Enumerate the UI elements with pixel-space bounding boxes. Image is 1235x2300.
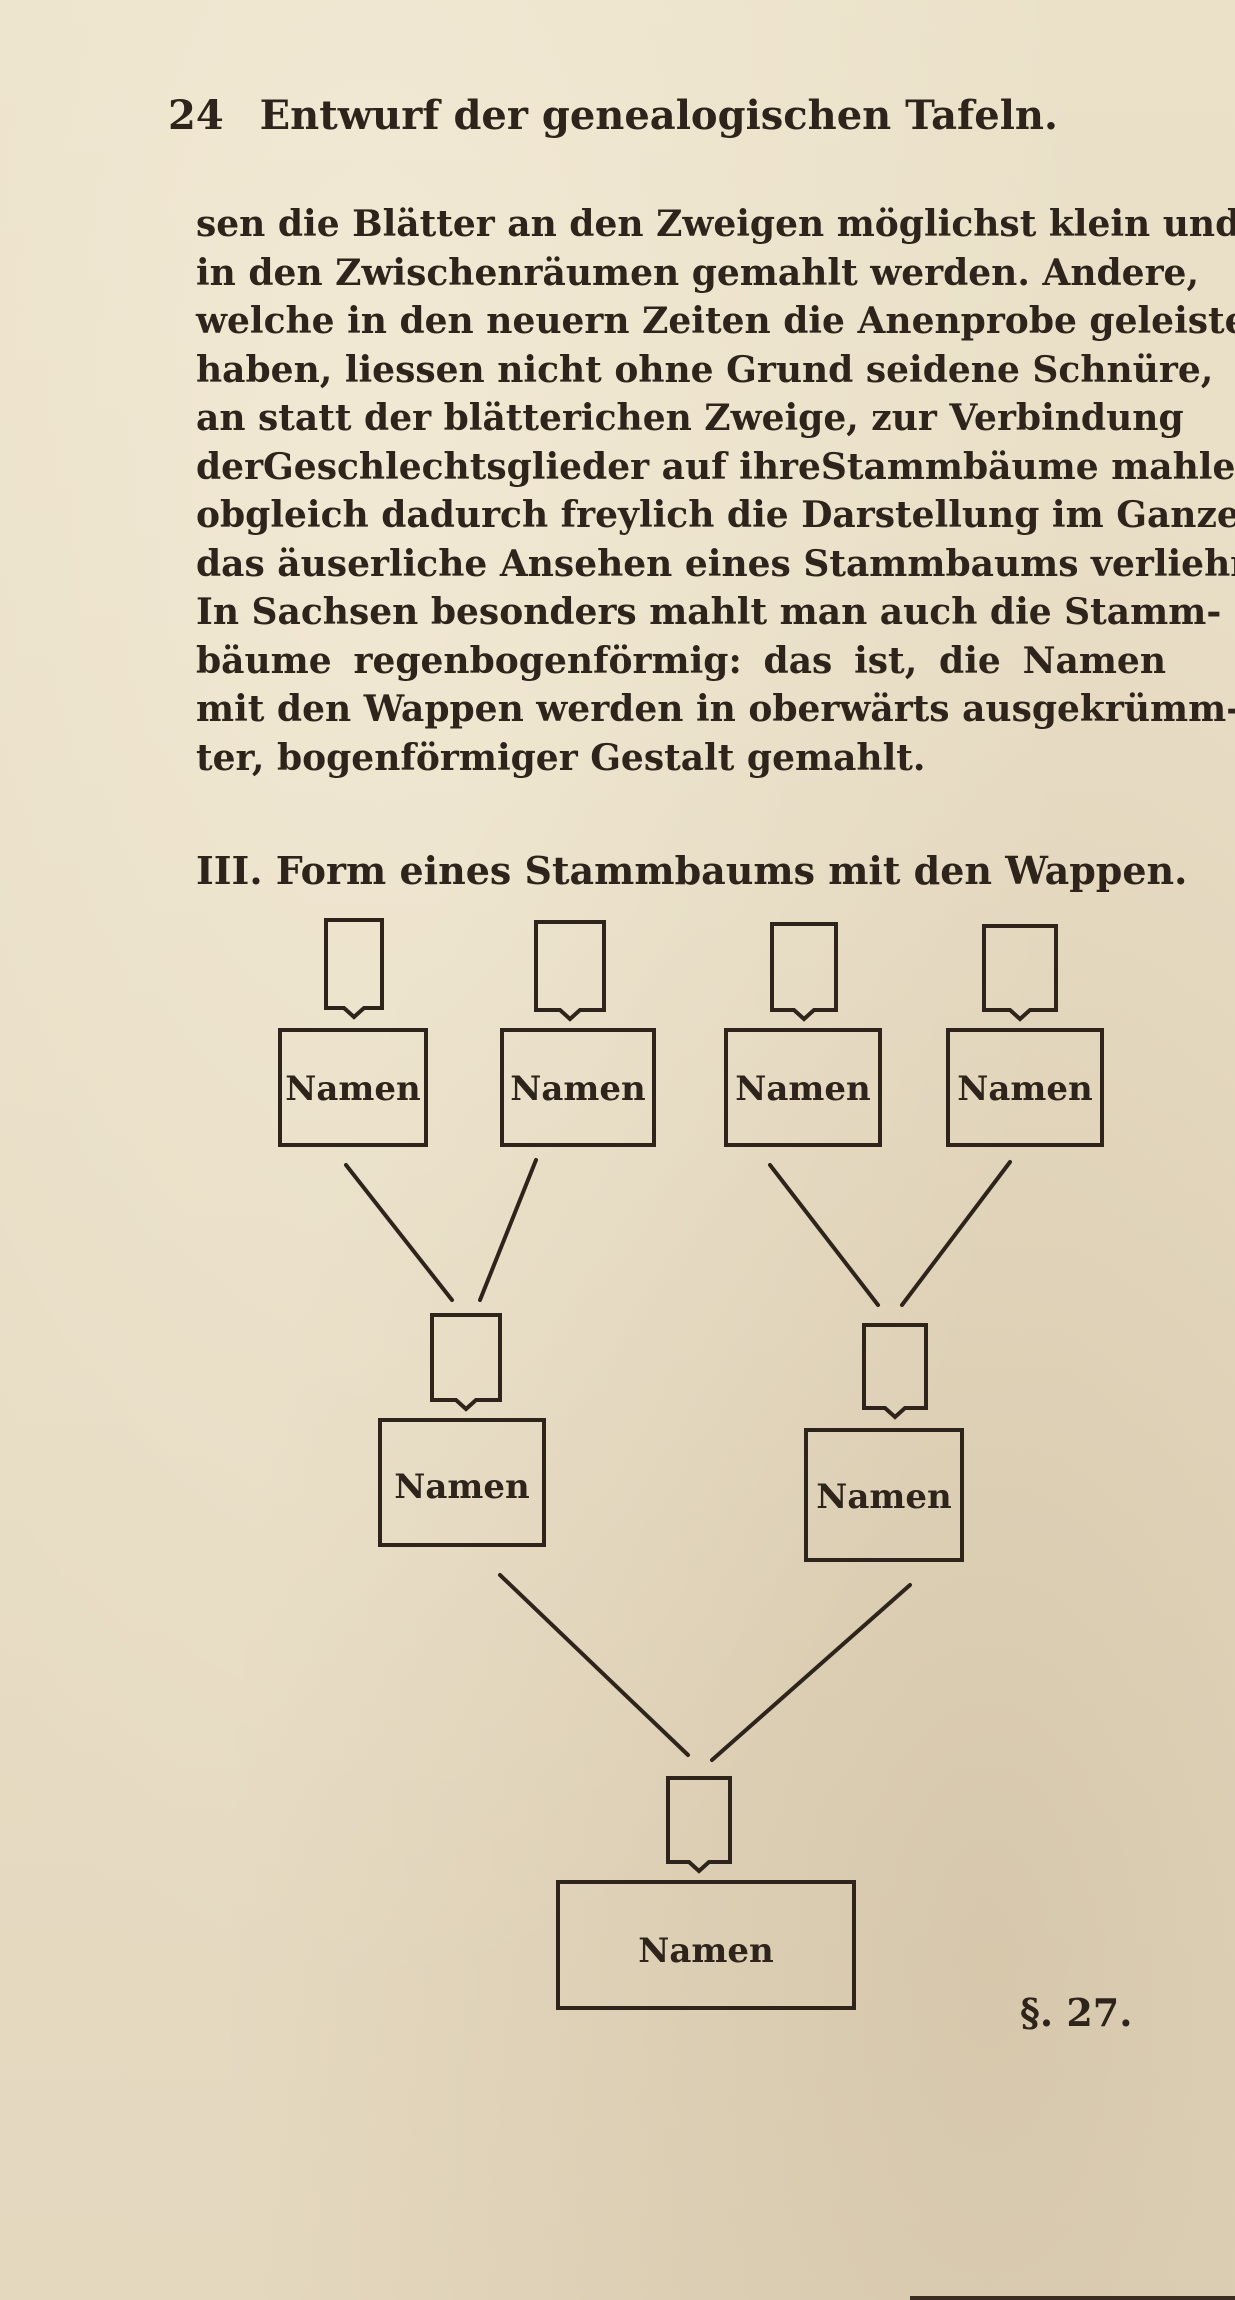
name-label: Namen xyxy=(285,1069,420,1109)
tree-node-gen1-1 xyxy=(278,918,428,1147)
tree-connector xyxy=(478,1158,538,1302)
tree-connector xyxy=(344,1163,454,1302)
name-frame xyxy=(724,1028,882,1147)
text-line: an statt der blätterichen Zweige, zur Ve… xyxy=(196,397,1184,439)
text-line: In Sachsen besonders mahlt man auch die … xyxy=(196,591,1222,633)
coat-of-arms-shield-icon xyxy=(324,918,384,1020)
page-number: 24 xyxy=(168,92,224,139)
running-title: Entwurf der genealogischen Tafeln. xyxy=(259,92,1058,139)
name-frame xyxy=(500,1028,656,1147)
tree-connector xyxy=(900,1160,1012,1307)
coat-of-arms-shield-icon xyxy=(666,1776,732,1874)
coat-of-arms-shield-icon xyxy=(534,920,606,1022)
name-frame xyxy=(378,1418,546,1547)
name-label: Namen xyxy=(735,1069,870,1109)
name-label: Namen xyxy=(638,1931,773,1971)
running-header: 24 Entwurf der genealogischen Tafeln. xyxy=(168,92,1068,152)
name-frame xyxy=(278,1028,428,1147)
text-line: obgleich dadurch freylich die Darstellun… xyxy=(196,494,1235,536)
coat-of-arms-shield-icon xyxy=(430,1313,502,1412)
text-line: mit den Wappen werden in oberwärts ausge… xyxy=(196,688,1235,730)
coat-of-arms-shield-icon xyxy=(862,1323,928,1420)
section-heading: III. Form eines Stammbaums mit den Wappe… xyxy=(196,848,1188,893)
text-line: in den Zwischenräumen gemahlt werden. An… xyxy=(196,251,1199,294)
coat-of-arms-shield-icon xyxy=(982,924,1058,1022)
text-line: sen die Blätter an den Zweigen möglichst… xyxy=(196,203,1235,245)
name-label: Namen xyxy=(394,1467,529,1507)
tree-connector xyxy=(710,1583,912,1762)
name-label: Namen xyxy=(510,1069,645,1109)
text-line: das äuserliche Ansehen eines Stammbaums … xyxy=(196,542,1235,585)
tree-connector xyxy=(768,1163,880,1307)
name-frame xyxy=(946,1028,1104,1147)
text-line: derGeschlechtsglieder auf ihreStammbäume… xyxy=(196,445,1235,488)
tree-node-gen3-1 xyxy=(556,1776,856,2010)
text-line: bäume regenbogenförmig: das ist, die Nam… xyxy=(196,639,1166,682)
tree-node-gen2-2 xyxy=(804,1323,964,1562)
text-line: welche in den neuern Zeiten die Anenprob… xyxy=(196,300,1235,342)
name-frame xyxy=(804,1428,964,1562)
tree-connector xyxy=(498,1573,690,1757)
catchword: §. 27. xyxy=(1020,1990,1133,2035)
body-paragraph: sen die Blätter an den Zweigen möglichst… xyxy=(196,200,1235,782)
tree-node-gen1-4 xyxy=(946,924,1104,1147)
tree-node-gen1-3 xyxy=(724,922,882,1147)
text-line: haben, liessen nicht ohne Grund seidene … xyxy=(196,348,1214,391)
coat-of-arms-shield-icon xyxy=(770,922,838,1022)
name-frame xyxy=(556,1880,856,2010)
text-line: ter, bogenförmiger Gestalt gemahlt. xyxy=(196,736,926,779)
page-edge-rule xyxy=(910,2296,1235,2300)
name-label: Namen xyxy=(957,1069,1092,1109)
name-label: Namen xyxy=(816,1477,951,1517)
tree-node-gen2-1 xyxy=(378,1313,546,1547)
tree-node-gen1-2 xyxy=(500,920,656,1147)
